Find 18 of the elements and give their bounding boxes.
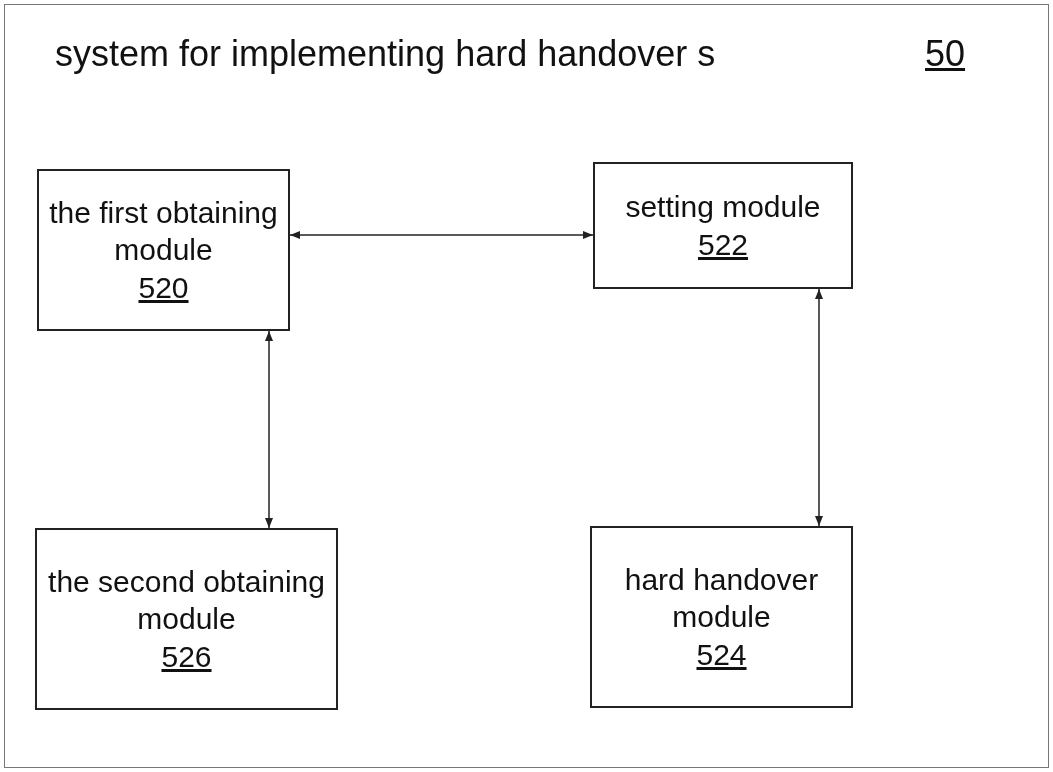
double-arrow bbox=[815, 288, 823, 527]
module-name: hard handover module bbox=[623, 561, 820, 636]
module-box bbox=[37, 169, 290, 331]
system-label: system for implementing hard handover s bbox=[55, 32, 716, 76]
reference-number: 50 bbox=[925, 32, 966, 76]
module-name: the first obtaining module bbox=[48, 194, 279, 269]
reference-number: 522 bbox=[697, 226, 749, 263]
double-arrow bbox=[289, 231, 594, 239]
reference-number: 526 bbox=[161, 638, 212, 675]
module-box bbox=[35, 528, 338, 710]
system-frame bbox=[4, 4, 1049, 768]
module-box bbox=[593, 162, 853, 289]
module-name: setting module bbox=[625, 189, 821, 225]
double-arrow bbox=[265, 330, 273, 529]
reference-number: 520 bbox=[138, 269, 189, 306]
module-box bbox=[590, 526, 853, 708]
reference-number: 524 bbox=[696, 636, 747, 673]
module-name: the second obtaining module bbox=[47, 563, 326, 638]
